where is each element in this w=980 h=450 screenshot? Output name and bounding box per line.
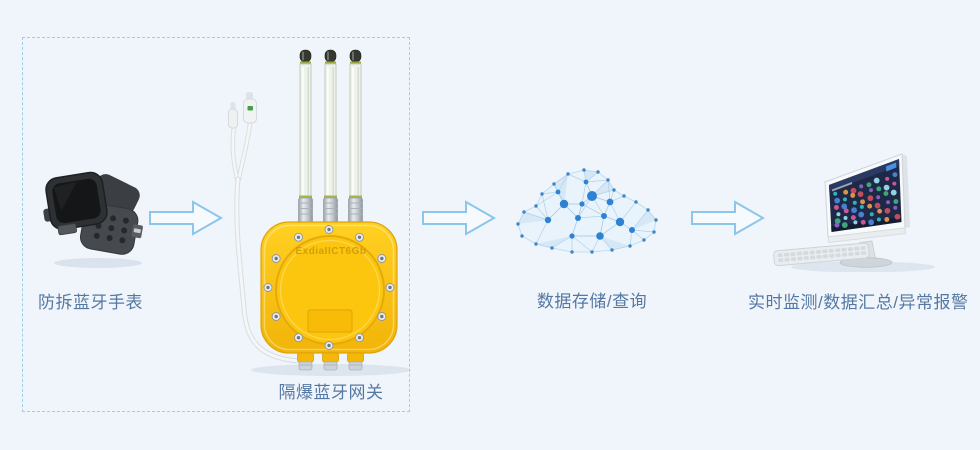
watch-face (43, 171, 108, 236)
watch-label: 防拆蓝牙手表 (38, 293, 143, 312)
cloud-label: 数据存储/查询 (536, 292, 648, 311)
screen-status-dots (833, 172, 901, 228)
screen-button (886, 162, 897, 172)
monitor-chin (827, 227, 907, 243)
cable-connectors (228, 92, 257, 129)
watch-shadow (54, 258, 142, 268)
gateway-bolts (263, 225, 395, 350)
gateway-label: 隔爆蓝牙网关 (278, 383, 384, 402)
flow-arrow-icon (422, 200, 496, 236)
gateway-antennas (298, 49, 363, 225)
monitor-label: 实时监测/数据汇总/异常报警 (748, 293, 969, 312)
screen-title-text (832, 182, 853, 192)
desktop-monitor-icon (773, 153, 935, 272)
local-devices-group-box (22, 37, 410, 412)
flow-arrow-icon (149, 200, 223, 236)
network-cloud-icon (516, 168, 658, 254)
keyboard (773, 242, 870, 267)
gateway-cable-glands (297, 352, 364, 371)
gateway-nameplate (307, 309, 353, 333)
watch-strap-upper (92, 174, 140, 214)
gateway-cable (230, 120, 302, 364)
screen-footer (831, 217, 902, 232)
smartwatch-icon (43, 171, 143, 268)
flow-arrow-icon (691, 200, 765, 236)
watch-strap-lower (80, 202, 143, 255)
explosion-proof-gateway-icon: ExdiaIICT6Gb (228, 49, 411, 376)
monitor-screen (829, 159, 902, 232)
monitor-side-edge (902, 154, 910, 228)
screen-header (829, 159, 900, 192)
gateway-marking-text: ExdiaIICT6Gb (295, 246, 366, 257)
